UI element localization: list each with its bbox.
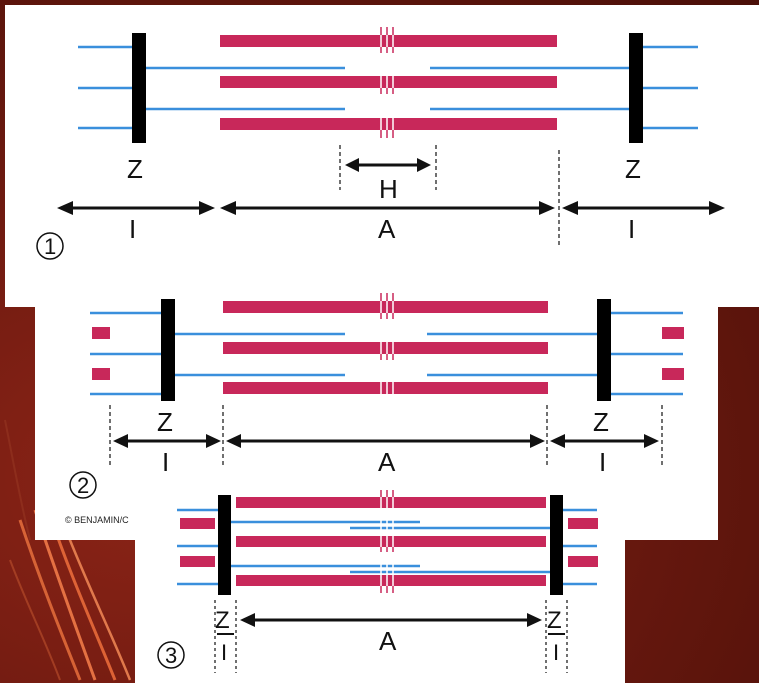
z-disc-right [629,33,643,143]
z-label-left: Z [157,407,173,437]
m-line-ticks [380,490,394,593]
thick-filaments [223,301,548,394]
panel-relaxed-sarcomere: Z Z H I [5,5,759,307]
thin-filaments-right [427,311,683,396]
z-disc-left [161,299,175,401]
h-zone-marker [339,145,437,190]
thick-filaments [236,497,546,586]
sarcomere-diagram-2: Z Z I A I 2 [69,293,684,499]
a-band-label: A [378,447,396,477]
a-band-label: A [379,626,397,656]
sarcomere-diagram-1: Z Z H I [36,27,725,260]
thin-filaments-outer [177,508,597,586]
z-disc-left [218,495,231,595]
thin-filaments-overlapping [231,520,552,574]
i-band-label-left: I [221,640,227,665]
i-band-label-left: I [162,447,169,477]
m-line-marks [380,27,394,138]
thick-filaments [220,35,557,130]
a-band-label: A [378,214,396,244]
step-circle-2 [69,471,97,499]
adjacent-thick-filaments [180,518,598,567]
i-band-label-right: I [599,447,606,477]
i-band-label-right: I [628,214,635,244]
z-label-right: Z [625,154,641,184]
i-band-arrow-right [550,434,659,448]
z-label-right: Z [593,407,609,437]
thin-filaments-right [430,45,698,130]
step-circle-1 [36,232,64,260]
band-boundaries [214,600,568,673]
z-disc-right [550,495,563,595]
z-disc-left [132,33,146,143]
z-disc-right [597,299,611,401]
h-zone-label: H [379,174,398,204]
m-line-ticks [380,293,394,360]
thin-filaments-left [90,311,345,396]
m-line-marks [380,497,394,586]
panel-fully-contracted-sarcomere: Z Z I I A 3 [135,488,625,683]
step-number-3: 3 [165,643,177,668]
i-band-label-right: I [553,640,559,665]
a-band-arrow [220,201,555,215]
adjacent-thick-filaments [92,327,684,380]
thin-filaments-left [78,45,345,130]
a-band-arrow [240,613,542,627]
sarcomere-diagram-3: Z Z I I A 3 [157,490,598,673]
copyright-text: © BENJAMIN/C [65,515,129,525]
h-zone-arrow [345,158,431,172]
step-circle-3 [157,641,185,669]
z-label-right: Z [547,607,562,634]
step-number-1: 1 [44,234,56,259]
z-label-left: Z [215,607,230,634]
i-band-arrow-left [57,201,215,215]
step-number-2: 2 [77,473,89,498]
z-label-left: Z [127,154,143,184]
band-boundaries [109,405,663,468]
m-line-ticks [380,27,394,138]
i-band-label-left: I [129,214,136,244]
i-band-arrow-right [562,201,725,215]
a-band-arrow [226,434,545,448]
i-band-arrow-left [113,434,221,448]
